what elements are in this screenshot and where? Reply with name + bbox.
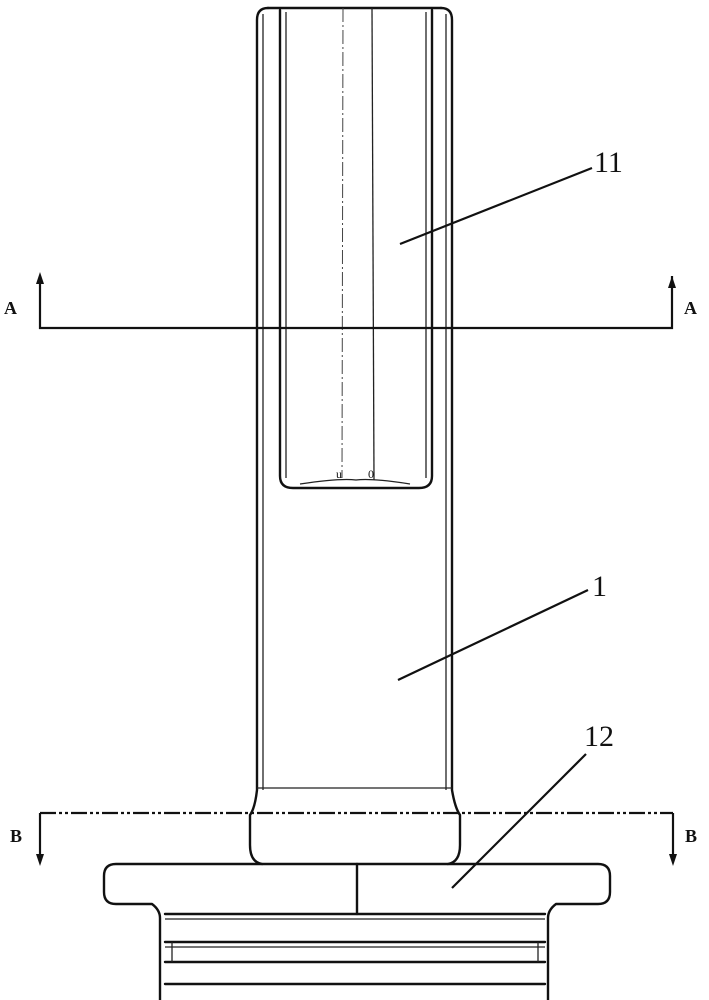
shaft-body: [250, 8, 460, 864]
section-label-b-right: B: [685, 826, 697, 846]
small-mark-2: 0: [368, 467, 374, 481]
leader-line-11: [400, 168, 592, 244]
leader-line-12: [452, 754, 586, 888]
part-label-12: 12: [584, 720, 614, 753]
center-line: [342, 8, 343, 478]
leader-line-1: [398, 590, 588, 680]
section-label-a-left: A: [4, 298, 17, 318]
section-line-b: [36, 813, 677, 866]
arrow-down-icon: [36, 854, 44, 866]
section-line-a: [36, 272, 676, 328]
section-label-a-right: A: [684, 298, 697, 318]
inner-slot: [280, 8, 432, 488]
flange: [104, 864, 610, 1000]
section-label-b-left: B: [10, 826, 22, 846]
part-label-11: 11: [594, 146, 623, 179]
part-label-1: 1: [592, 570, 607, 603]
arrow-up-icon: [668, 276, 676, 288]
small-mark-1: u: [336, 467, 342, 481]
arrow-up-icon: [36, 272, 44, 284]
arrow-down-icon: [669, 854, 677, 866]
